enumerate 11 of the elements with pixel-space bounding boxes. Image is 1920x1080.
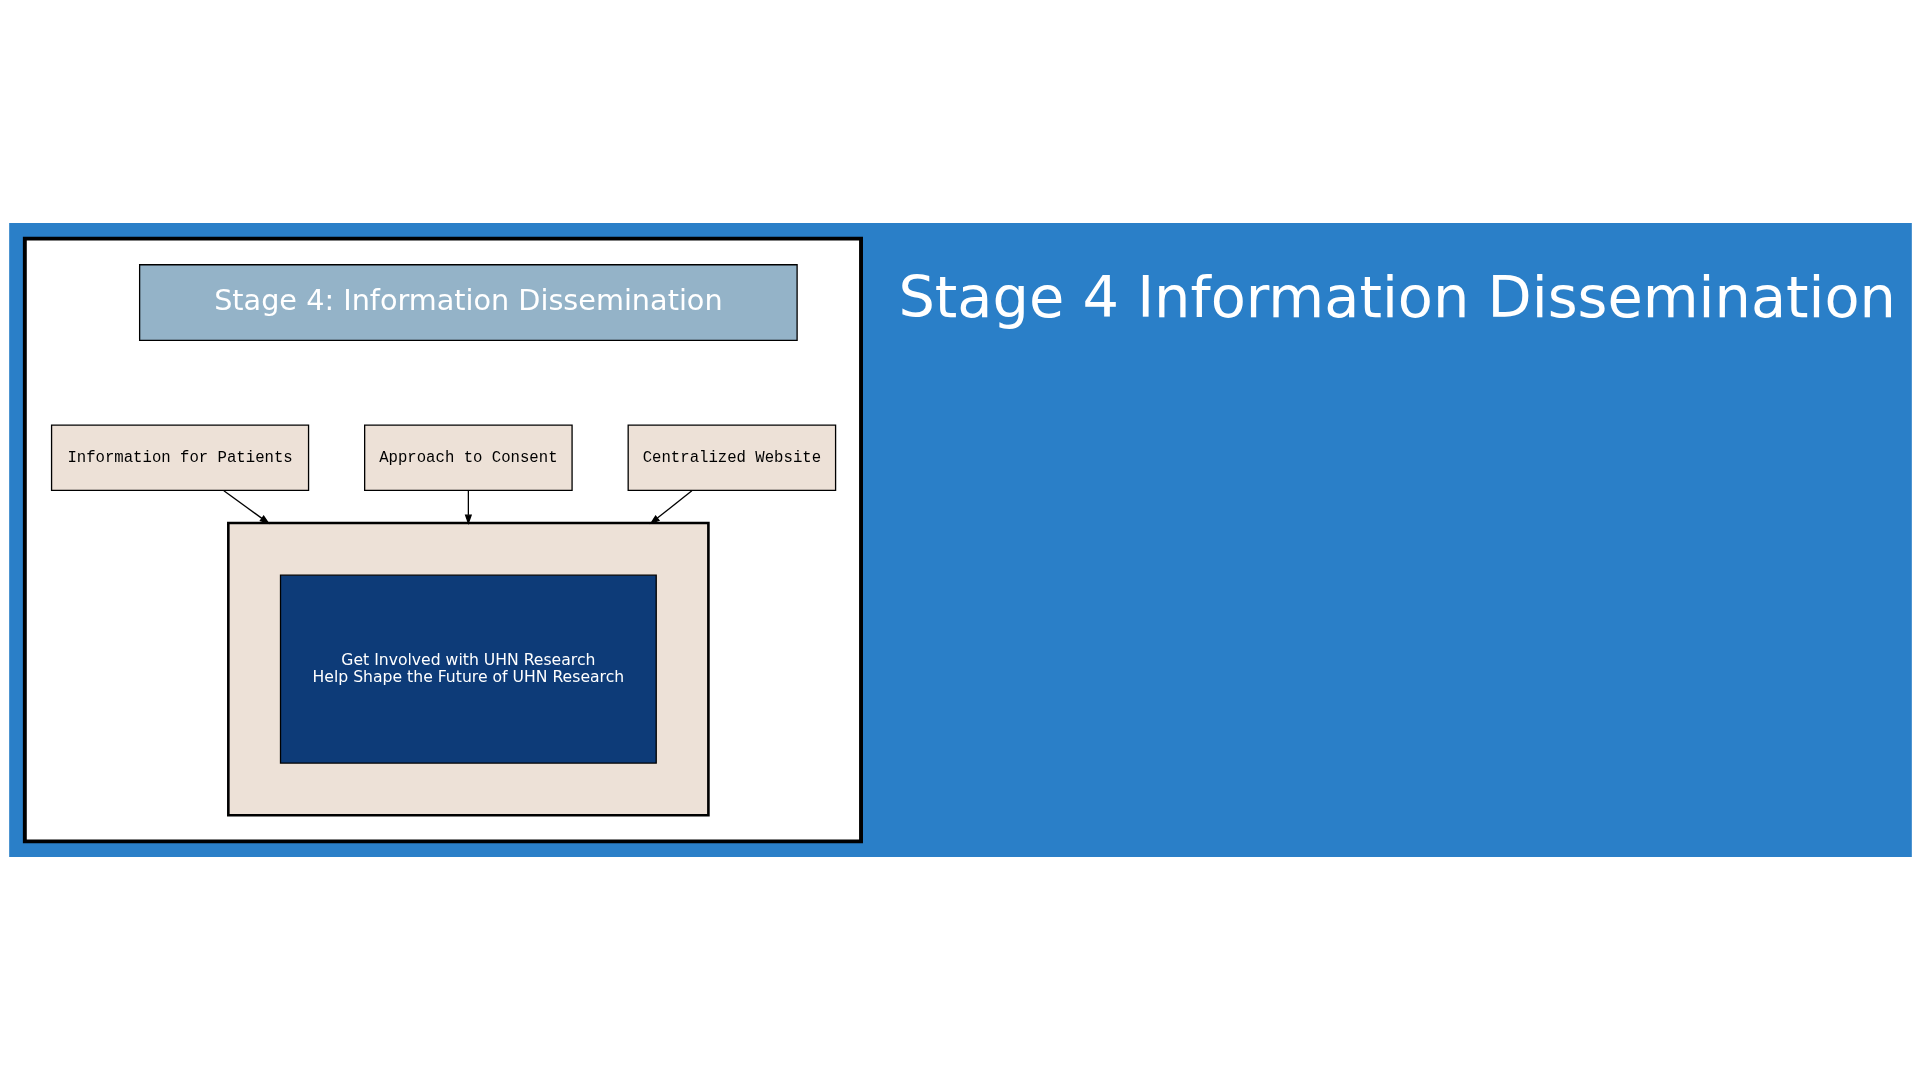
node-box: Stage 4: Information Dissemination (138, 264, 798, 342)
arrow (222, 490, 270, 525)
node-box: Get Involved with UHN Research Help Shape the Future of UHN Research (279, 574, 657, 764)
label: Stage 4 Information Dissemination (897, 264, 1896, 332)
node-box: Information for Patients (50, 424, 309, 492)
arrow (649, 490, 692, 525)
node-box: Centralized Website (627, 424, 836, 492)
cluster (22, 236, 863, 844)
cluster (226, 521, 710, 817)
node-box: Approach to Consent (363, 424, 573, 492)
arrow (464, 490, 472, 525)
